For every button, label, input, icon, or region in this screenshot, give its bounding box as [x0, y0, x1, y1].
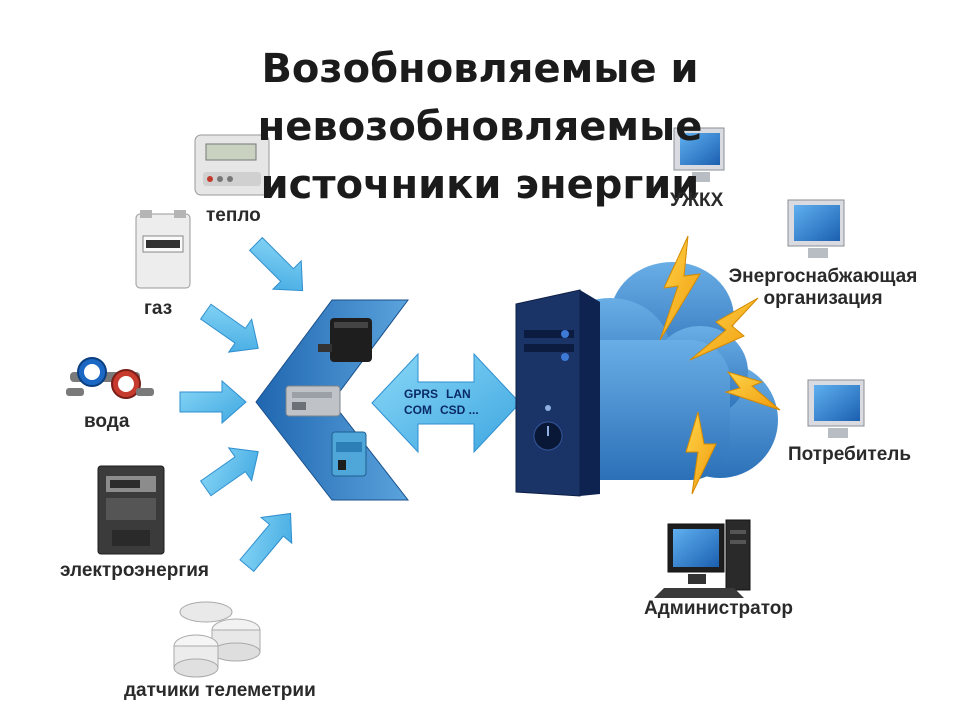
label-gas: газ [144, 298, 173, 319]
gas-meter-icon [135, 210, 191, 289]
title-line-3: источники энергии [260, 162, 700, 208]
gprs-modem-icon [318, 318, 372, 362]
label-supplier-line-1: Энергоснабжающая [728, 266, 918, 287]
server-icon [515, 289, 600, 497]
label-heat: тепло [206, 205, 261, 226]
lan-converter-icon [285, 385, 341, 417]
telemetry-sensor-icon [173, 601, 261, 678]
supplier-computer-icon [787, 199, 845, 258]
protocol-labels: GPRS LAN COM CSD ... [404, 386, 487, 418]
housing-computer-icon [673, 127, 725, 182]
protocol-gprs: GPRS [404, 387, 439, 401]
page-title: Возобновляемые и невозобновляемые источн… [180, 40, 780, 214]
label-water: вода [84, 411, 130, 432]
label-electricity: электроэнергия [60, 560, 210, 581]
water-meter-icon [66, 357, 154, 399]
consumer-computer-icon [807, 379, 865, 438]
admin-computer-icon [654, 519, 751, 598]
electricity-meter-icon [97, 465, 165, 555]
protocol-com: COM [404, 403, 432, 417]
label-consumer: Потребитель [788, 444, 912, 465]
label-supplier: Энергоснабжающая организация [728, 266, 918, 310]
label-telemetry: датчики телеметрии [124, 680, 316, 701]
label-supplier-line-2: организация [763, 288, 883, 309]
label-admin: Администратор [644, 598, 793, 619]
lightning-icons [659, 235, 781, 495]
input-arrows [179, 236, 304, 573]
heat-meter-icon [194, 134, 270, 196]
protocol-lan: LAN [446, 387, 471, 401]
protocol-csd: CSD ... [440, 403, 479, 417]
rs-converter-icon [331, 431, 367, 477]
title-line-2: невозобновляемые [257, 104, 703, 150]
title-line-1: Возобновляемые и [261, 46, 699, 92]
label-housing: УЖКХ [670, 190, 724, 211]
